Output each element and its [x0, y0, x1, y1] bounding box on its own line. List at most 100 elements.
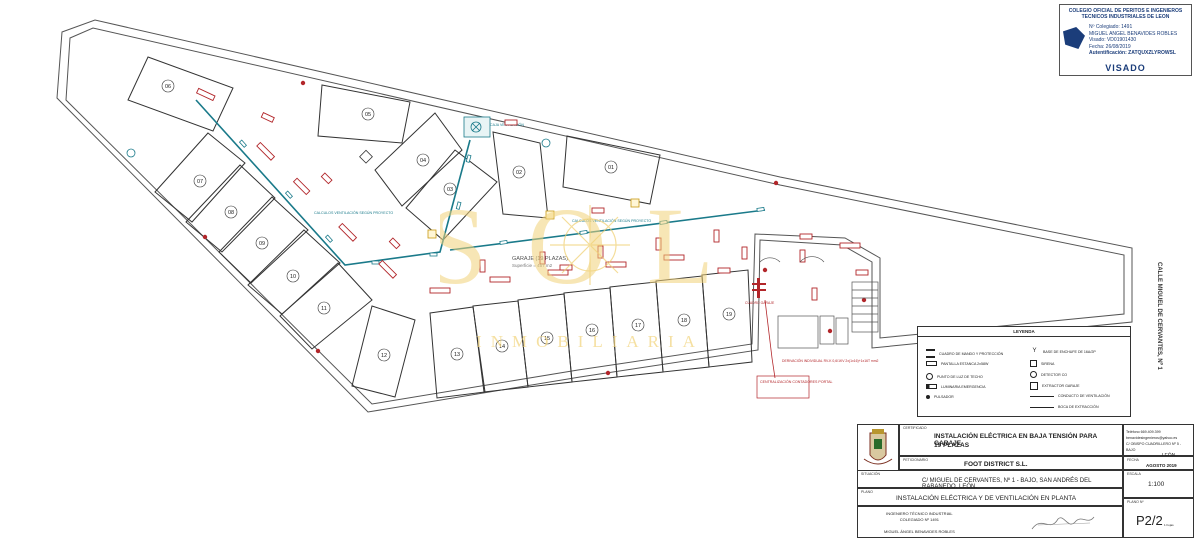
space-01: [562, 135, 661, 205]
ceiling-light-icon: [926, 373, 933, 380]
legend-item: BOCA DE EXTRACCIÓN: [1030, 405, 1099, 409]
space-19: [701, 269, 753, 368]
title-block: CERTIFICADO INSTALACIÓN ELÉCTRICA EN BAJ…: [855, 424, 1194, 539]
legend-label: EXTRACTOR GARAJE: [1042, 384, 1080, 388]
municipal-crest-icon: [863, 429, 893, 465]
space-label-12: 12: [381, 353, 387, 359]
legend-label: BOCA DE EXTRACCIÓN: [1058, 405, 1099, 409]
space-08: [185, 164, 276, 253]
space-label-19: 19: [726, 312, 732, 318]
space-06: [127, 56, 234, 132]
escala-caption: ESCALA: [1127, 472, 1141, 476]
certificado-value-1: INSTALACIÓN ELÉCTRICA EN BAJA TENSIÓN PA…: [934, 433, 1097, 447]
parking-spaces: [127, 56, 753, 399]
vent-calc-right: CALCULOS VENTILACIÓN SEGÚN PROYECTO: [572, 218, 651, 223]
contact-phone: Teléfono 669.409.399: [1126, 430, 1161, 434]
hojas-label: 1 hojas: [1164, 523, 1174, 527]
stamp-details: Nº Colegiado: 1491 MIGUEL ANGEL BENAVIDE…: [1089, 24, 1177, 57]
duct-line-icon: [1030, 395, 1054, 397]
siren-icon: [1030, 360, 1037, 367]
ventilation-box: [463, 116, 491, 138]
legend-label: CUADRO DE MANDO Y PROTECCIÓN: [939, 351, 1004, 356]
certificado-cell: CERTIFICADO INSTALACIÓN ELÉCTRICA EN BAJ…: [899, 424, 1123, 456]
legend-label: DETECTOR CO: [1041, 372, 1068, 377]
derivacion-label: DERIVACIÓN INDIVIDUAL RV-K 0,6/1KV 2x(1x…: [782, 358, 879, 363]
space-label-04: 04: [420, 158, 426, 164]
legend-item: CUADRO DE MANDO Y PROTECCIÓN: [926, 349, 1003, 358]
legend-item: LUMINARIA EMERGENCIA: [926, 384, 986, 389]
fecha-cell: FECHA AGOSTO 2019: [1123, 456, 1194, 470]
space-label-02: 02: [516, 170, 522, 176]
college-seal-icon: [1063, 27, 1085, 49]
space-11: [279, 262, 373, 350]
legend-item: SIRENA: [1030, 360, 1054, 367]
stamp-colegiado: Nº Colegiado: 1491: [1089, 24, 1133, 30]
legend-label: SIRENA: [1041, 361, 1055, 366]
space-label-11: 11: [321, 306, 327, 312]
visado-stamp: COLEGIO OFICIAL DE PERITOS E INGENIEROS …: [1059, 4, 1192, 76]
emergency-light-icon: [926, 384, 937, 389]
staircase: [759, 256, 879, 349]
centralizacion-label: CENTRALIZACIÓN CONTADORES PORTAL: [760, 379, 832, 384]
peticionario-cell: PETICIONARIO FOOT DISTRICT S.L.: [899, 456, 1123, 470]
contact-email: benavidesingenieros@yahoo.es: [1126, 436, 1178, 440]
space-label-15: 15: [544, 336, 550, 342]
legend-panel: LEYENDA CUADRO DE MANDO Y PROTECCIÓN PAN…: [917, 326, 1131, 417]
legend-item: DETECTOR CO: [1030, 371, 1067, 378]
push-button-icon: [926, 395, 930, 399]
space-04: [374, 112, 463, 207]
stamp-title: COLEGIO OFICIAL DE PERITOS E INGENIEROS …: [1060, 5, 1191, 20]
space-label-14: 14: [499, 344, 505, 350]
space-label-07: 07: [197, 179, 203, 185]
legend-label: PANTALLA ESTANCA 2x58W: [941, 361, 989, 366]
space-label-16: 16: [589, 328, 595, 334]
stamp-title-2: TECNICOS INDUSTRIALES DE LEON: [1081, 14, 1170, 20]
space-label-17: 17: [635, 323, 641, 329]
legend-label: CONDUCTO DE VENTILACIÓN: [1058, 394, 1110, 398]
certificado-value-2: 19 PLAZAS: [934, 442, 970, 449]
escala-value: 1:100: [1148, 481, 1165, 488]
fecha-caption: FECHA: [1127, 458, 1139, 462]
fecha-value: AGOSTO 2019: [1146, 463, 1177, 468]
legend-label: PUNTO DE LUZ DE TECHO: [937, 374, 983, 379]
space-numbers: [161, 79, 736, 362]
legend-title: LEYENDA: [918, 327, 1130, 337]
space-label-13: 13: [454, 352, 460, 358]
stamp-auth: Autentificación: ZATQUXZLYROWSL: [1089, 50, 1176, 56]
plano-no-caption: PLANO Nº: [1127, 500, 1144, 504]
emergency-points: [202, 80, 867, 376]
space-12: [351, 305, 416, 398]
stamp-visado-no: Visado: VD01901430: [1089, 37, 1137, 43]
detector-symbols: [126, 138, 551, 158]
stamp-visado: VISADO: [1105, 63, 1146, 73]
contact-cell: Teléfono 669.409.399 benavidesingenieros…: [1123, 424, 1194, 459]
street-label: CALLE MIGUEL DE CERVANTES, Nº 1: [1156, 262, 1162, 371]
legend-item: CONDUCTO DE VENTILACIÓN: [1030, 394, 1110, 398]
plano-value: INSTALACIÓN ELÉCTRICA Y DE VENTILACIÓN E…: [896, 495, 1077, 502]
situacion-value: C/ MIGUEL DE CERVANTES, Nº 1 - BAJO, SAN…: [922, 478, 1092, 490]
space-number-labels: 06 05 04 03 02 01 07 08 09 10 11 12 13 1…: [165, 84, 732, 359]
legend-item: EXTRACTOR GARAJE: [1030, 382, 1079, 390]
garage-panel: [752, 278, 766, 298]
situacion-cell: SITUACIÓN C/ MIGUEL DE CERVANTES, Nº 1 -…: [857, 470, 1123, 490]
derivacion-line: [764, 299, 776, 379]
light-fixture-icon: [926, 361, 937, 366]
stamp-name: MIGUEL ANGEL BENAVIDES ROBLES: [1089, 30, 1178, 37]
co-detector-icon: [1030, 371, 1037, 378]
sockets-squares: [359, 149, 640, 239]
space-label-18: 18: [681, 318, 687, 324]
space-label-01: 01: [608, 165, 614, 171]
legend-label: LUMINARIA EMERGENCIA: [941, 384, 986, 389]
centralizacion-box: [756, 375, 810, 399]
plano-caption: PLANO: [861, 490, 873, 494]
garage-label: GARAJE (19 PLAZAS): [512, 256, 568, 262]
legend-item: PULSADOR: [926, 395, 954, 399]
engineer-title: INGENIERO TÉCNICO INDUSTRIAL: [886, 511, 953, 516]
escala-cell: ESCALA 1:100: [1123, 470, 1194, 498]
space-09: [218, 196, 309, 284]
space-label-10: 10: [290, 274, 296, 280]
space-label-06: 06: [165, 84, 171, 90]
legend-item: PANTALLA ESTANCA 2x58W: [926, 361, 988, 366]
legend-item: PUNTO DE LUZ DE TECHO: [926, 373, 983, 380]
peticionario-caption: PETICIONARIO: [903, 458, 929, 462]
